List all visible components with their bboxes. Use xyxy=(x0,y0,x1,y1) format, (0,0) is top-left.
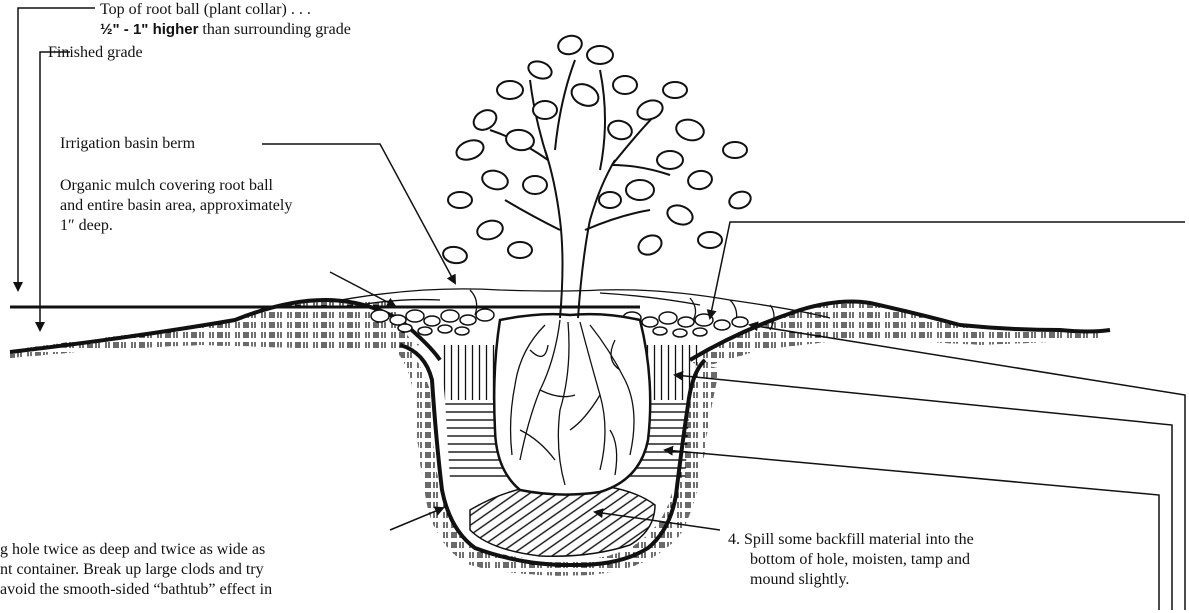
top-root-ball-line1: Top of root ball (plant collar) . . . xyxy=(100,1,311,18)
mulch-line3: 1″ deep. xyxy=(60,217,113,234)
irrigation-berm-label: Irrigation basin berm xyxy=(60,134,195,154)
ground-left xyxy=(10,300,440,360)
mulch-label: Organic mulch covering root ball and ent… xyxy=(60,176,350,236)
top-root-ball-emphasis: ½" - 1" higher xyxy=(100,21,198,38)
tree-foliage xyxy=(442,33,753,265)
step4-line3: mound slightly. xyxy=(728,571,849,588)
finished-grade-label: Finished grade xyxy=(48,43,143,63)
dig-hole-label: g hole twice as deep and twice as wide a… xyxy=(0,540,400,600)
root-ball xyxy=(494,314,650,494)
top-root-ball-label: Top of root ball (plant collar) . . . ½"… xyxy=(100,0,351,40)
step4-line1: 4. Spill some backfill material into the xyxy=(728,531,974,548)
top-root-ball-line2: than surrounding grade xyxy=(202,21,350,38)
mulch-line2: and entire basin area, approximately xyxy=(60,197,292,214)
step4-label: 4. Spill some backfill material into the… xyxy=(728,530,1068,590)
ground-right xyxy=(690,302,1110,368)
step4-line2: bottom of hole, moisten, tamp and xyxy=(728,551,970,568)
dig-hole-line3: avoid the smooth-sided “bathtub” effect … xyxy=(0,581,272,598)
dig-hole-line2: nt container. Break up large clods and t… xyxy=(0,561,264,578)
dig-hole-line1: g hole twice as deep and twice as wide a… xyxy=(0,541,265,558)
mulch-line1: Organic mulch covering root ball xyxy=(60,177,273,194)
